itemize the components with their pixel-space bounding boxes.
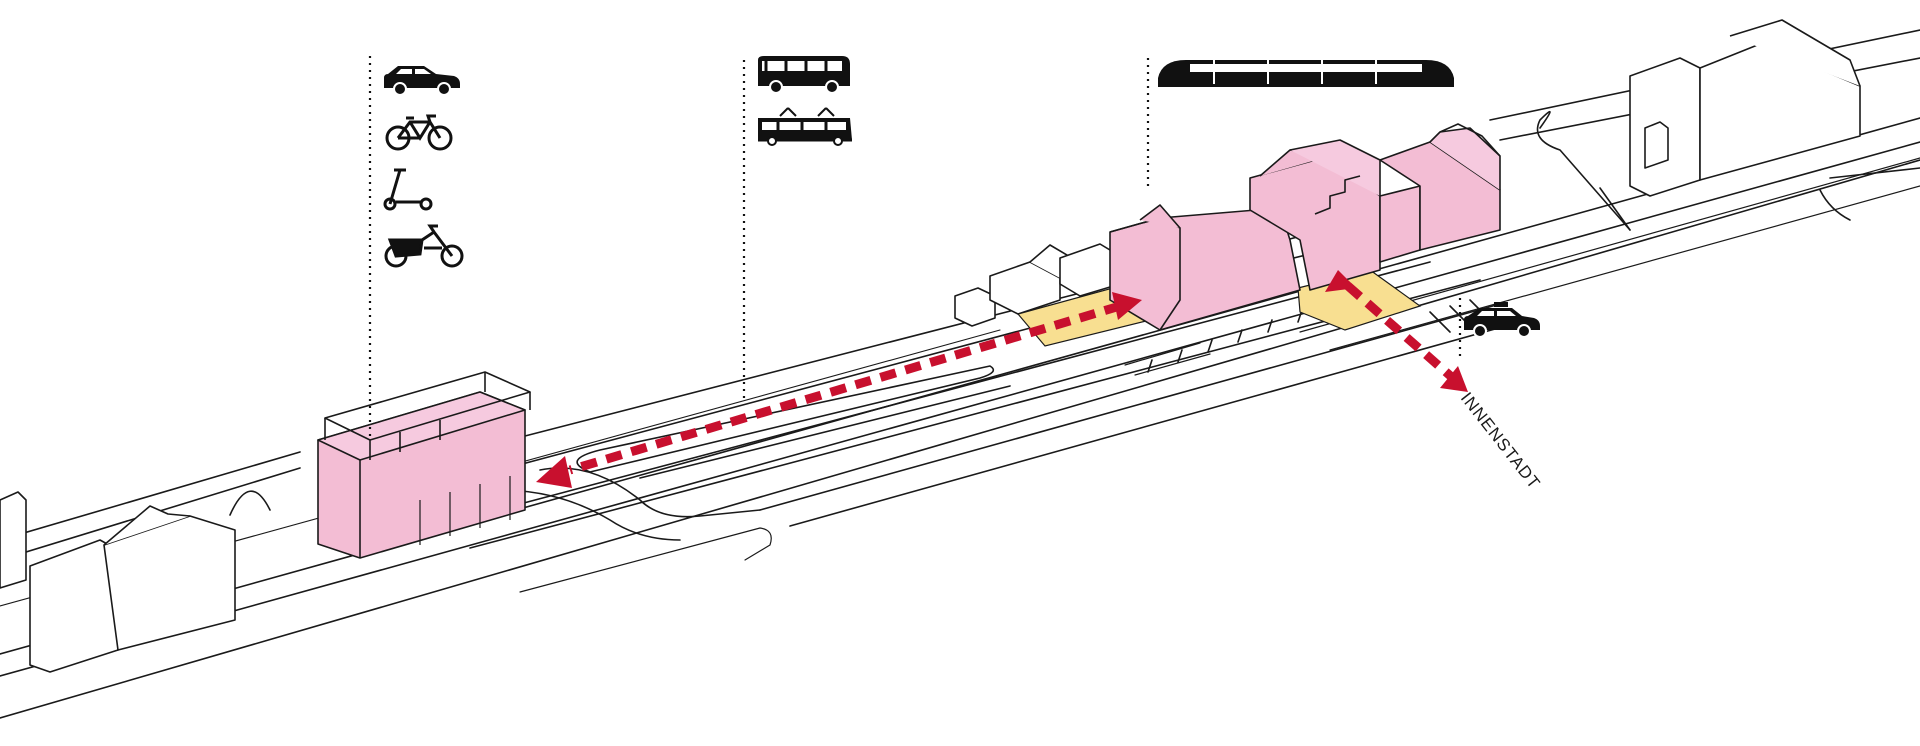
arrowhead-north [1325,270,1356,292]
arrowhead-station [1112,292,1142,320]
innenstadt-label: INNENSTADT [1457,389,1544,493]
project-buildings [317,123,1501,559]
route-to-innenstadt [1345,282,1458,384]
station-building [1109,207,1301,331]
cargo-bike-icon [384,224,464,268]
bus-icon [758,56,850,94]
arrowhead-innenstadt [1440,366,1468,392]
arrowhead-parking [536,456,572,488]
street-network [0,29,1920,719]
route-to-parking [568,301,1122,475]
taxi-icon [1464,302,1540,338]
train-icon [1158,60,1454,87]
leader-lines [368,56,1462,440]
car-icon [384,66,460,96]
route-arrowheads [536,270,1468,488]
tram-icon [758,107,852,146]
bicycle-icon [385,114,453,151]
context-buildings [0,19,1861,673]
scooter-icon [383,168,433,211]
